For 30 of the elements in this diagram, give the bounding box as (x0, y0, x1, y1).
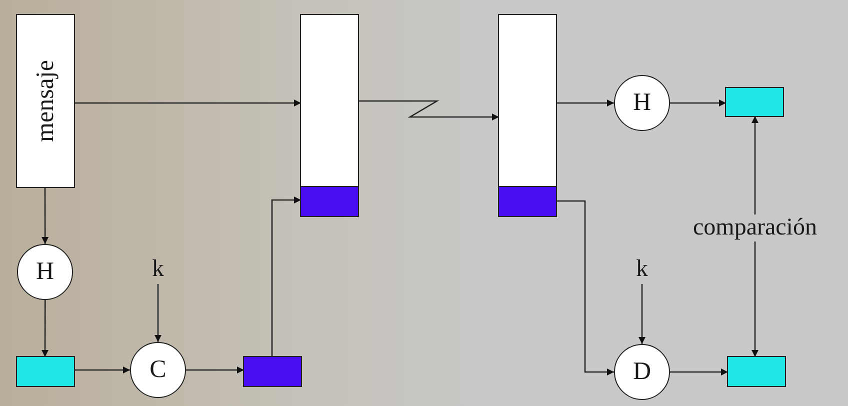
key-label: k (146, 254, 170, 284)
signature-box (499, 187, 556, 216)
arrow (186, 366, 244, 374)
signature-box (244, 357, 301, 386)
hash-box (17, 357, 74, 386)
function-circle: C (130, 342, 186, 398)
arrow (752, 116, 758, 357)
signature-box (301, 187, 358, 216)
message-box: mensaje (17, 15, 74, 187)
function-circle: H (17, 244, 73, 300)
arrow (556, 200, 614, 376)
packet-box (499, 15, 556, 216)
key-label: k (630, 254, 654, 284)
arrow (670, 368, 728, 376)
arrow (74, 100, 301, 106)
arrow (271, 196, 301, 357)
arrow (556, 100, 614, 106)
hash-box (728, 357, 785, 386)
function-circle: D (614, 344, 670, 400)
arrow (154, 284, 162, 342)
packet-box (301, 15, 358, 216)
arrow (42, 300, 49, 357)
edge-label: comparación (691, 214, 819, 242)
arrow (638, 284, 646, 344)
arrow (74, 366, 130, 374)
function-circle: H (614, 75, 670, 131)
arrow (42, 187, 49, 244)
hash-box (726, 88, 783, 116)
arrow (670, 100, 726, 106)
arrow (358, 100, 499, 120)
